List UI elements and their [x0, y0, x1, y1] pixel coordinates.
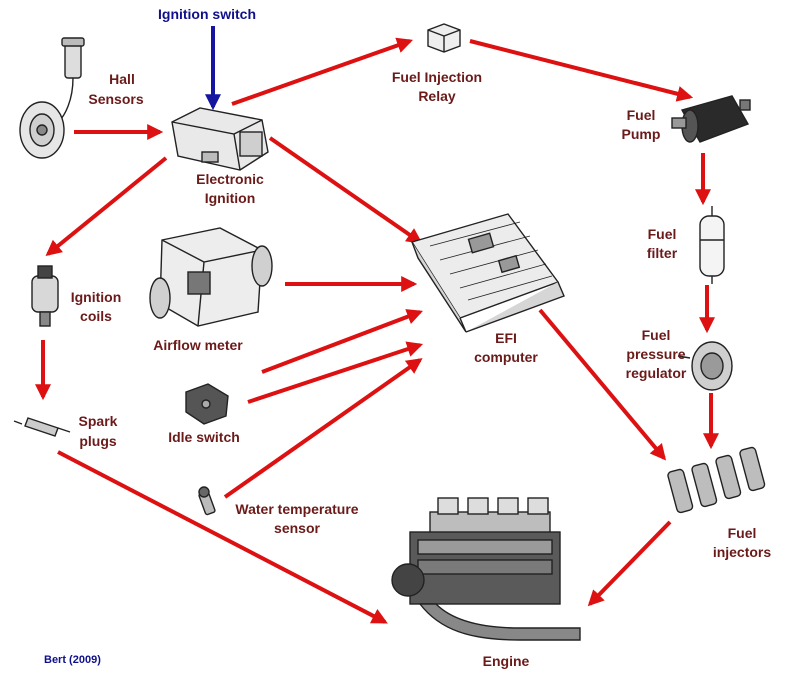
label-relay-line1: Fuel Injection: [392, 69, 482, 85]
arrow-relay-to-pump: [469, 39, 694, 102]
relay-icon: [427, 23, 461, 53]
credit-text: Bert (2009): [44, 654, 101, 666]
idle-switch-icon: [185, 383, 229, 425]
fuel-injectors-icon: [667, 446, 766, 514]
label-water-line1: Water temperature: [235, 501, 358, 517]
engine-icon: [391, 497, 581, 641]
label-ignition-line2: Ignition: [205, 190, 256, 206]
fuel-pump-icon: [671, 95, 751, 143]
arrow-injectors-to-engine: [587, 520, 672, 607]
arrow-spark-to-engine: [57, 450, 388, 624]
label-coils-line1: Ignition: [71, 289, 122, 305]
arrow-ignition-to-coils: [45, 156, 168, 257]
label-water-line2: sensor: [274, 520, 320, 536]
label-pump-line1: Fuel: [627, 107, 656, 123]
label-hall-sensors-line2: Sensors: [88, 91, 143, 107]
label-spark-line2: plugs: [79, 433, 117, 449]
labels: Ignition switch Hall Sensors Fuel Inject…: [44, 6, 771, 669]
pressure-regulator-icon: [677, 341, 733, 391]
efi-computer-icon: [410, 213, 565, 333]
label-regulator-line2: pressure: [626, 346, 685, 362]
label-idle: Idle switch: [168, 429, 240, 445]
airflow-meter-icon: [149, 227, 273, 327]
arrow-idle-to-efi: [247, 341, 424, 404]
label-efi-line1: EFI: [495, 330, 517, 346]
label-ignition-switch: Ignition switch: [158, 6, 256, 22]
ignition-coil-icon: [31, 265, 59, 327]
label-regulator-line1: Fuel: [642, 327, 671, 343]
label-hall-sensors-line1: Hall: [109, 71, 135, 87]
electronic-ignition-icon: [171, 107, 269, 171]
label-injectors-line1: Fuel: [728, 525, 757, 541]
spark-plug-icon: [13, 417, 71, 437]
label-injectors-line2: injectors: [713, 544, 772, 560]
label-efi-line2: computer: [474, 349, 538, 365]
arrow-efi-to-injectors: [538, 308, 667, 461]
label-coils-line2: coils: [80, 308, 112, 324]
arrows: [35, 26, 719, 624]
label-ignition-line1: Electronic: [196, 171, 264, 187]
label-relay-line2: Relay: [418, 88, 456, 104]
label-spark-line1: Spark: [79, 413, 118, 429]
fuel-filter-icon: [699, 206, 725, 284]
label-filter-line1: Fuel: [648, 226, 677, 242]
arrow-ignition-to-efi: [268, 136, 423, 244]
label-engine: Engine: [483, 653, 530, 669]
arrow-ignition-to-relay: [231, 37, 414, 106]
label-airflow: Airflow meter: [153, 337, 243, 353]
label-filter-line2: filter: [647, 245, 678, 261]
label-regulator-line3: regulator: [626, 365, 687, 381]
label-pump-line2: Pump: [622, 126, 661, 142]
hall-sensor-icon: [19, 37, 85, 159]
arrow-water-to-efi: [223, 358, 423, 499]
water-temp-sensor-icon: [198, 486, 216, 516]
arrow-airflow-to-efi-lower: [261, 309, 423, 374]
